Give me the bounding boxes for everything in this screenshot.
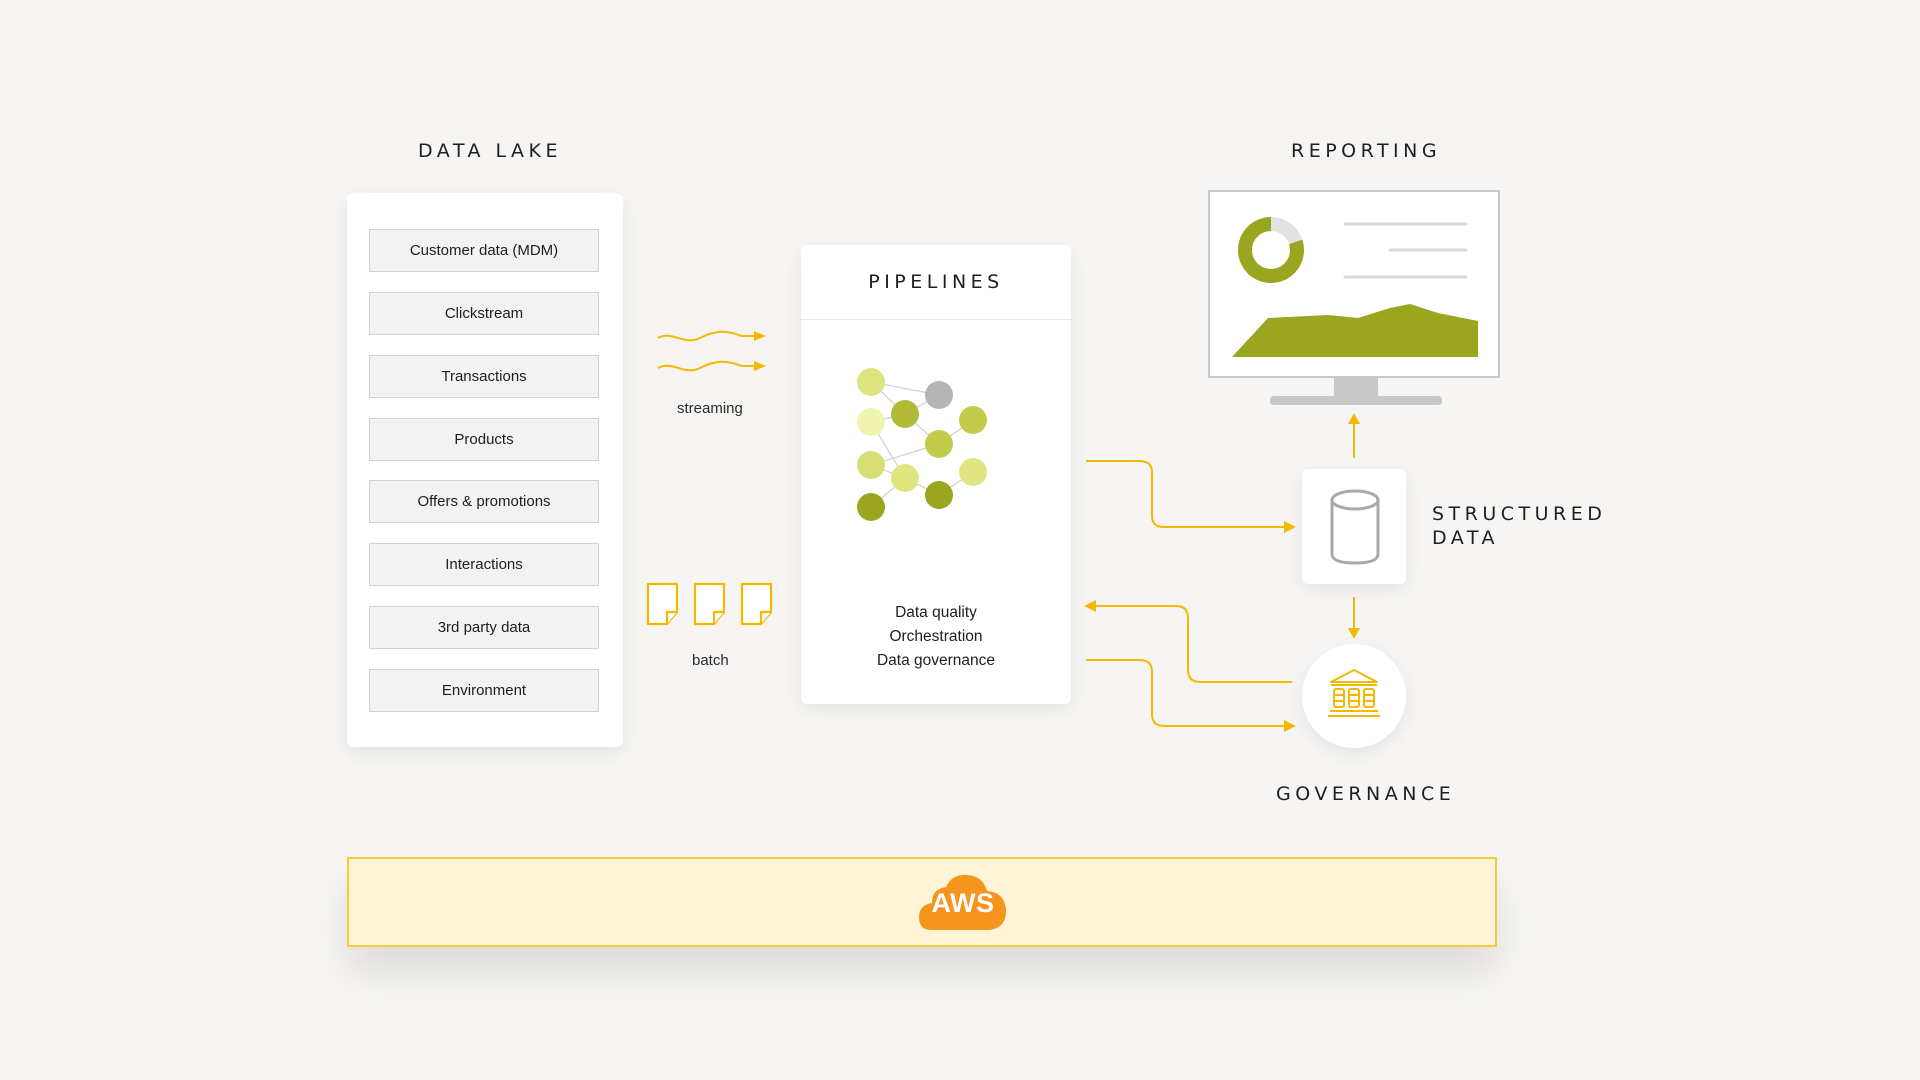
streaming-arrows-icon <box>657 330 766 372</box>
arrow-up-to-reporting <box>1348 413 1360 458</box>
database-cylinder-icon <box>1330 489 1380 565</box>
data-lake-title: DATA LAKE <box>418 140 562 162</box>
feature-orchestration: Orchestration <box>889 628 983 645</box>
lake-item-offers[interactable]: Offers & promotions <box>369 480 599 523</box>
monitor-stand-icon <box>1270 376 1442 405</box>
lake-item-customer-data[interactable]: Customer data (MDM) <box>369 229 599 272</box>
governance-title: GOVERNANCE <box>1276 783 1456 805</box>
lake-item-3rd-party[interactable]: 3rd party data <box>369 606 599 649</box>
lake-item-products[interactable]: Products <box>369 418 599 461</box>
pipelines-title: PIPELINES <box>868 271 1004 293</box>
structured-data-title-line2: DATA <box>1432 527 1499 549</box>
lake-item-interactions[interactable]: Interactions <box>369 543 599 586</box>
governance-circle <box>1302 644 1406 748</box>
structured-data-title-line1: STRUCTURED <box>1432 503 1607 525</box>
batch-label: batch <box>692 652 729 669</box>
aws-label: AWS <box>931 888 995 918</box>
reporting-title: REPORTING <box>1291 140 1442 162</box>
arrow-down-to-governance <box>1348 597 1360 639</box>
aws-platform-band: AWS <box>347 857 1497 947</box>
lake-item-transactions[interactable]: Transactions <box>369 355 599 398</box>
data-lake-card: Customer data (MDM) Clickstream Transact… <box>347 193 623 747</box>
feature-data-quality: Data quality <box>895 604 977 621</box>
reporting-monitor <box>1208 190 1500 378</box>
cloud-icon <box>919 874 1007 930</box>
batch-documents-icon <box>646 582 773 626</box>
feature-data-governance: Data governance <box>876 652 996 669</box>
pipelines-card: PIPELINES Data quality Orchestr <box>801 245 1071 704</box>
structured-data-box <box>1302 469 1406 584</box>
flow-connectors <box>1084 460 1296 732</box>
lake-item-environment[interactable]: Environment <box>369 669 599 712</box>
streaming-label: streaming <box>677 400 743 417</box>
dashboard-illustration <box>1232 217 1478 357</box>
bank-building-icon <box>1328 669 1380 717</box>
network-graph-icon <box>857 368 987 521</box>
pipelines-features: Data quality Orchestration Data governan… <box>801 601 1071 673</box>
lake-item-clickstream[interactable]: Clickstream <box>369 292 599 335</box>
donut-chart-icon <box>1238 217 1304 283</box>
pipelines-header: PIPELINES <box>801 245 1071 320</box>
area-chart-icon <box>1232 304 1478 357</box>
